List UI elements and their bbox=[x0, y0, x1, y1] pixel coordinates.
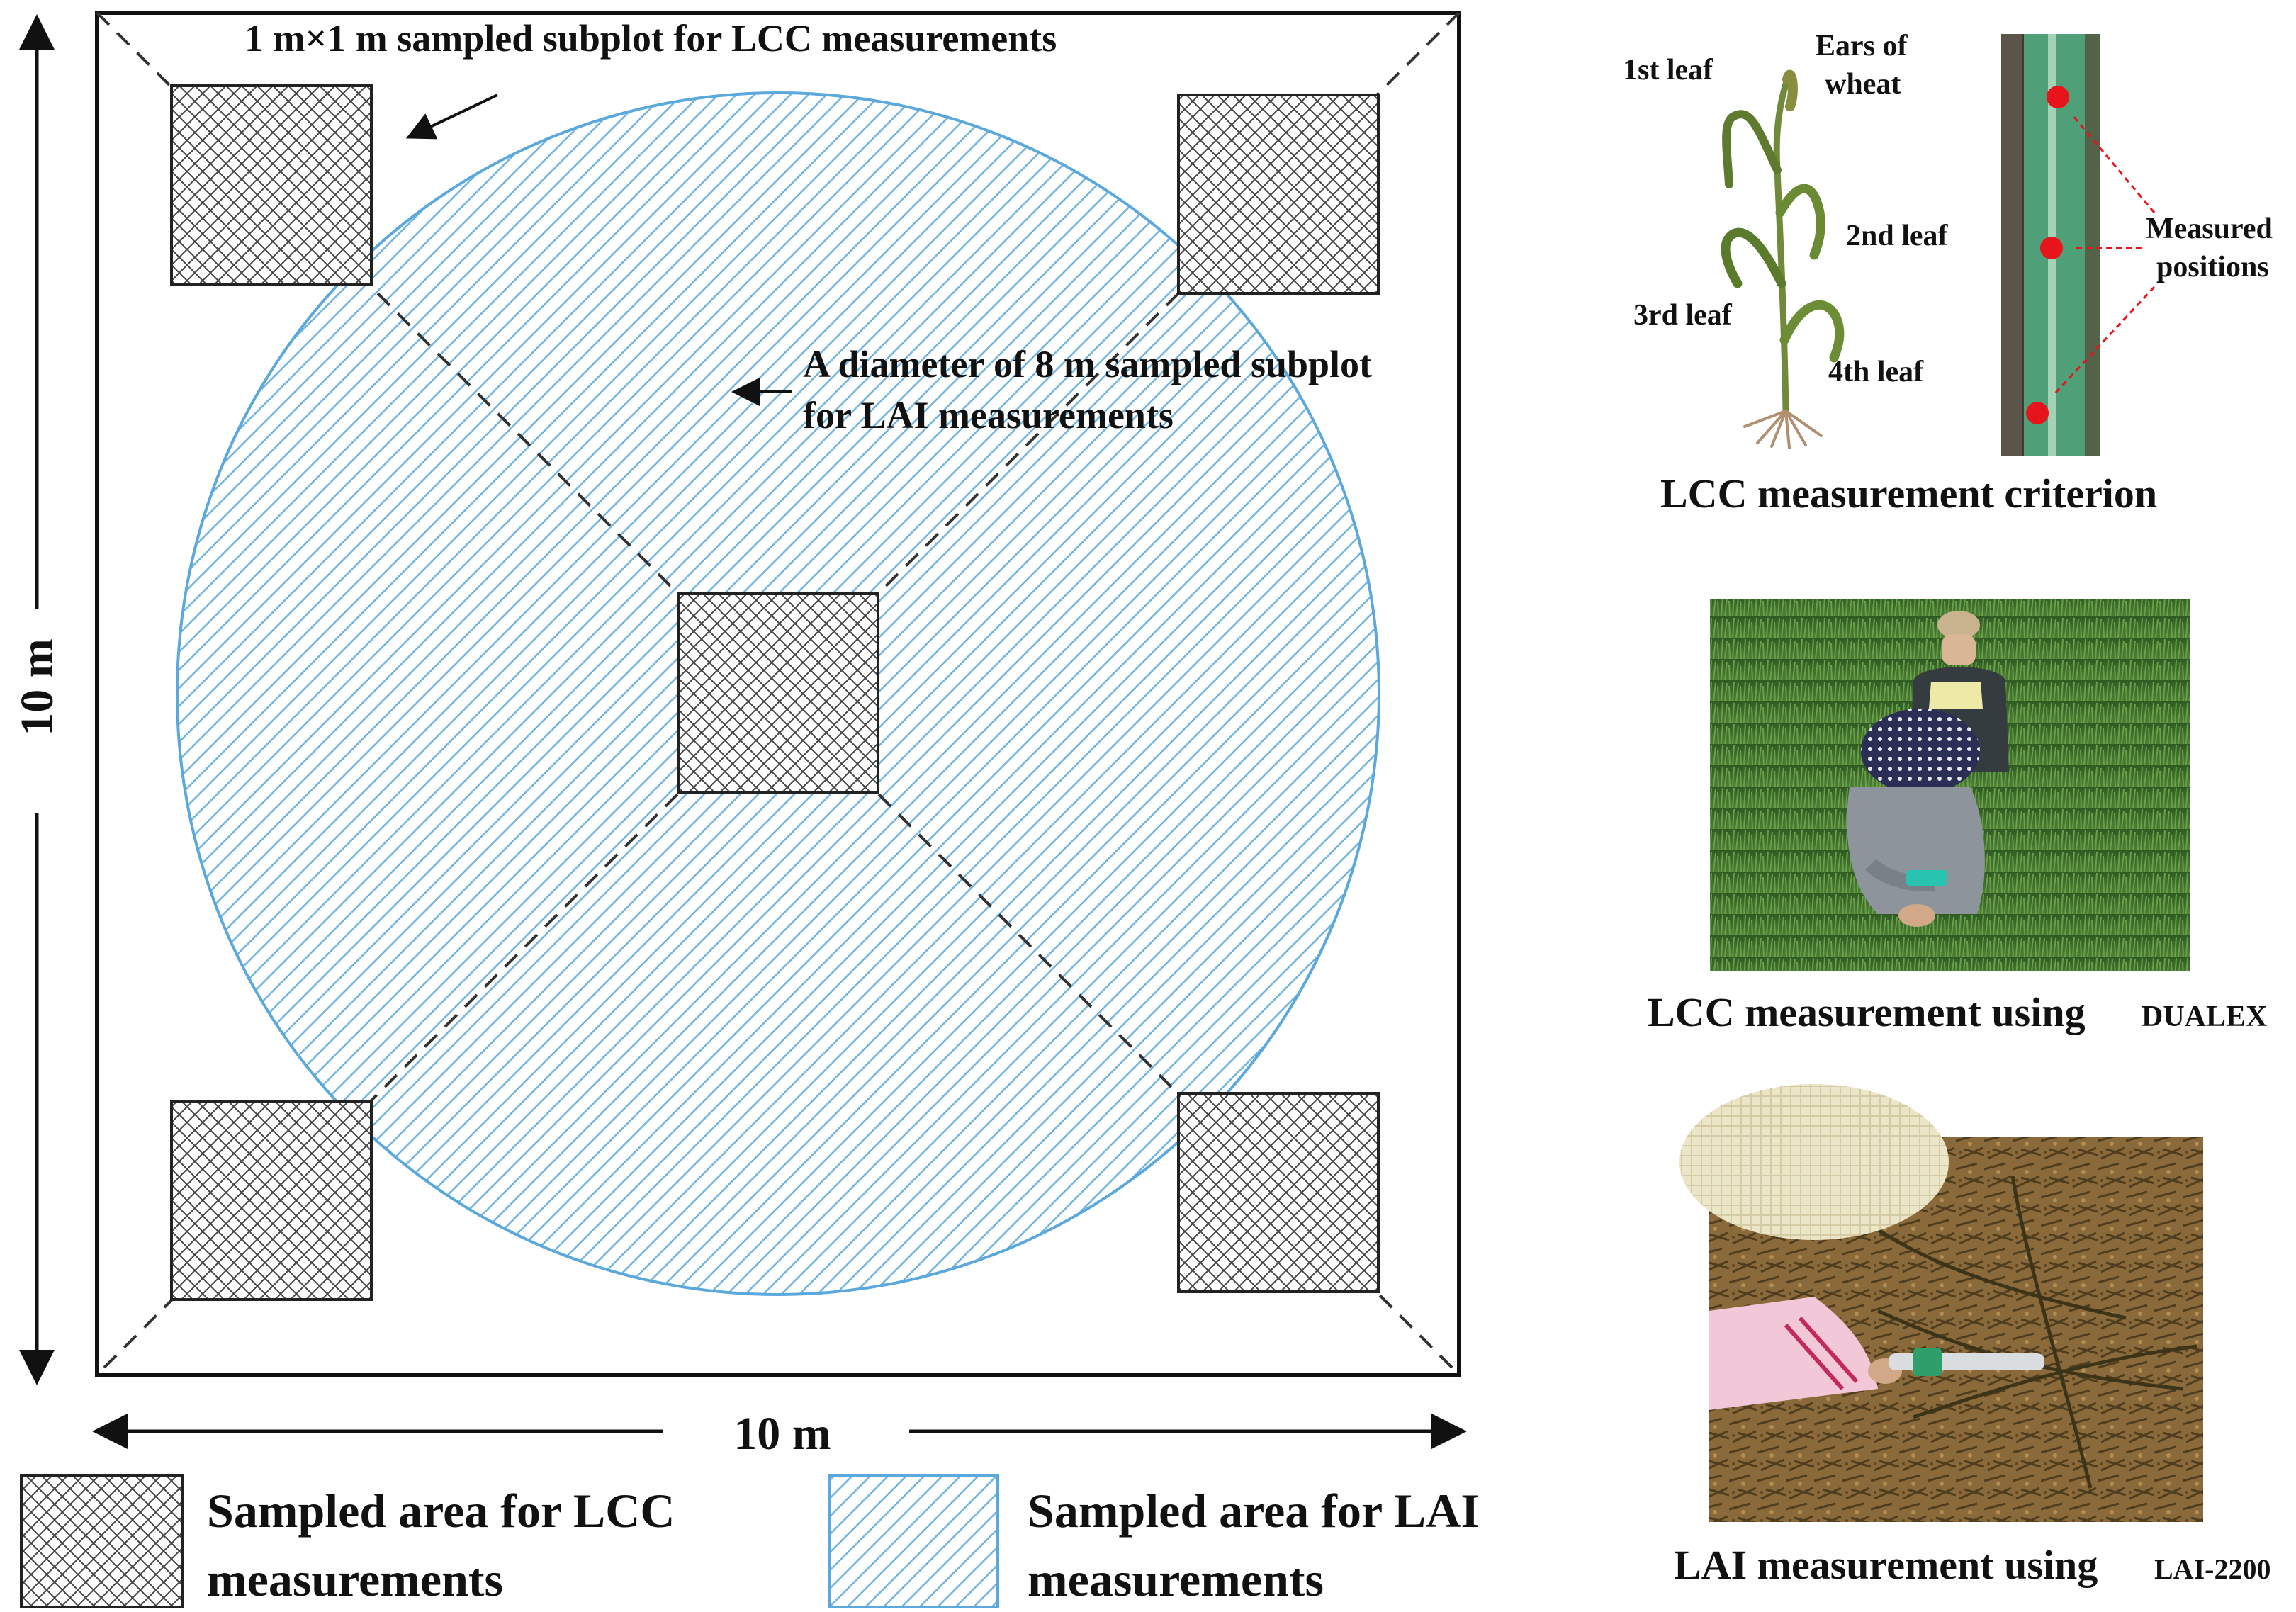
lcc-label-arrow bbox=[405, 94, 498, 140]
lcc-subplot-top-right bbox=[1177, 94, 1380, 295]
lcc-subplots bbox=[170, 84, 1380, 1301]
straw-hat bbox=[1679, 1084, 1949, 1240]
wheat-ear bbox=[1782, 69, 1798, 111]
lcc-subplot-bottom-left bbox=[170, 1100, 373, 1301]
dualex-caption: LCC measurement using bbox=[1648, 989, 2086, 1035]
lai-2200-wand bbox=[1889, 1353, 2044, 1370]
lai-photo bbox=[1679, 1084, 2203, 1522]
height-label: 10 m bbox=[11, 638, 63, 735]
legend: Sampled area for LCC measurements Sample… bbox=[20, 1474, 1480, 1608]
lcc-subplot-top-left bbox=[170, 84, 373, 286]
lcc-subplot-bottom-right bbox=[1177, 1092, 1380, 1293]
lai-subplot-label-line1: A diameter of 8 m sampled subplot bbox=[803, 343, 1372, 385]
criterion-title: LCC measurement criterion bbox=[1660, 470, 2157, 517]
plot-boundary bbox=[95, 11, 1461, 1377]
lai-subplot-label-line2: for LAI measurements bbox=[803, 394, 1174, 436]
ears-label-line2: wheat bbox=[1825, 68, 1901, 101]
lai-device-label: LAI-2200 bbox=[2154, 1553, 2270, 1585]
height-dimension: 10 m bbox=[11, 14, 63, 1385]
dualex-device bbox=[1906, 870, 1947, 886]
lcc-subplot-center bbox=[677, 592, 879, 794]
lai-caption: LAI measurement using bbox=[1674, 1542, 2098, 1588]
plot-area: 1 m×1 m sampled subplot for LCC measurem… bbox=[95, 11, 1461, 1377]
legend-lai-swatch bbox=[828, 1474, 999, 1608]
dotted-hat bbox=[1861, 709, 1980, 794]
leaf-3-label: 3rd leaf bbox=[1633, 299, 1733, 332]
width-dimension: 10 m bbox=[92, 1408, 1467, 1460]
measured-point-bottom bbox=[2026, 402, 2049, 424]
lcc-criterion-panel: 1st leaf Ears of wheat 2nd leaf 3rd leaf… bbox=[1623, 30, 2273, 517]
wheat-plant-illustration bbox=[1721, 69, 1845, 449]
leaf-closeup-photo bbox=[2001, 34, 2100, 456]
leaf-2-label: 2nd leaf bbox=[1846, 220, 1949, 252]
leaf-2-shape bbox=[1775, 184, 1825, 260]
legend-lcc-line2: measurements bbox=[207, 1552, 503, 1606]
legend-lai-line2: measurements bbox=[1028, 1552, 1324, 1606]
wheat-roots bbox=[1743, 410, 1823, 449]
legend-lai-line1: Sampled area for LAI bbox=[1028, 1484, 1480, 1538]
leaf-3-shape bbox=[1721, 227, 1786, 288]
leaf-4-shape bbox=[1779, 300, 1845, 363]
leaf-1-label: 1st leaf bbox=[1623, 54, 1713, 86]
legend-lcc-swatch bbox=[20, 1474, 184, 1608]
measured-label-line1: Measured bbox=[2146, 213, 2273, 245]
dualex-device-label: DUALEX bbox=[2142, 1001, 2267, 1033]
measured-position-pointers bbox=[2054, 115, 2156, 395]
lcc-subplot-label: 1 m×1 m sampled subplot for LCC measurem… bbox=[244, 17, 1057, 60]
measured-label-line2: positions bbox=[2156, 251, 2269, 283]
leaf-4-label: 4th leaf bbox=[1828, 356, 1924, 388]
ears-label-line1: Ears of bbox=[1816, 30, 1908, 62]
measured-point-middle bbox=[2040, 237, 2063, 259]
leaf-1-shape bbox=[1722, 110, 1782, 188]
measured-point-top bbox=[2047, 86, 2069, 108]
width-label: 10 m bbox=[733, 1408, 831, 1460]
legend-lcc-line1: Sampled area for LCC bbox=[207, 1484, 675, 1538]
dualex-photo bbox=[1710, 599, 2190, 971]
